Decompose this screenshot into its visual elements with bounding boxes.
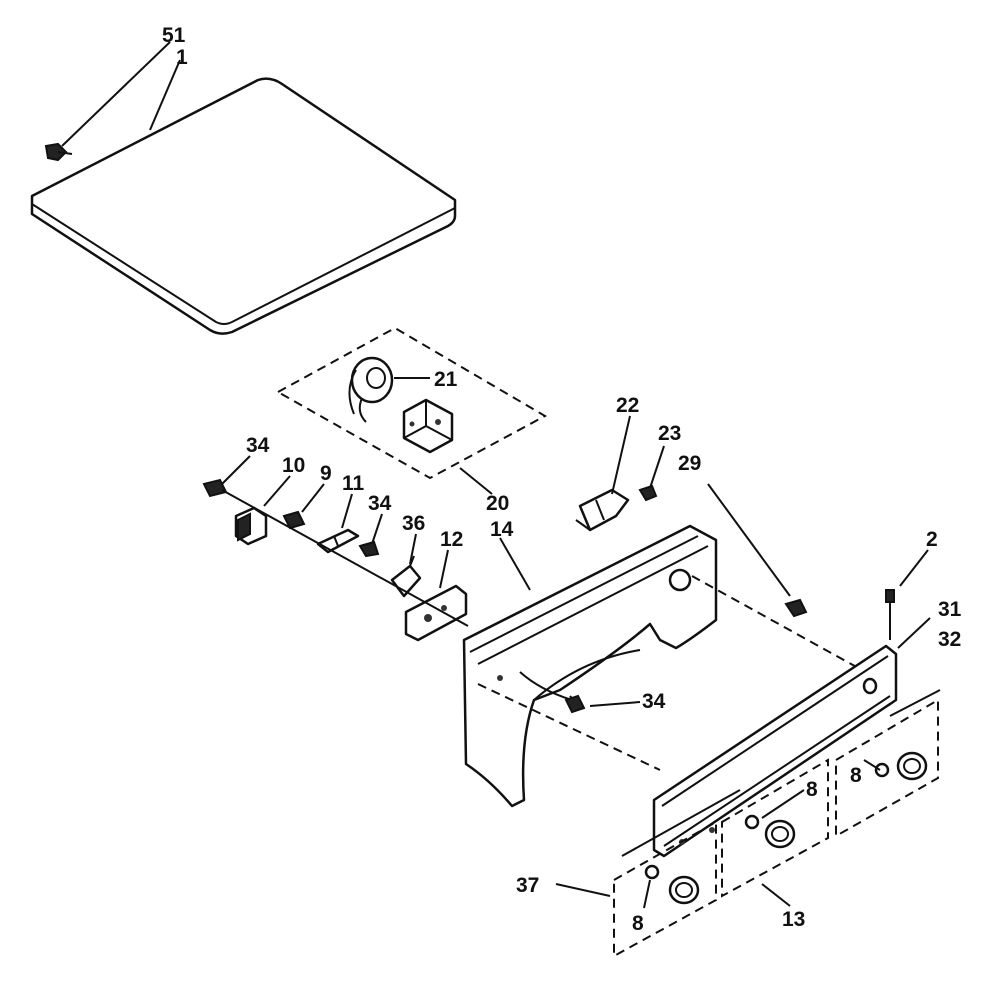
screw-34-panel: [564, 694, 586, 714]
callout-1: 1: [176, 46, 188, 69]
callout-8-right: 8: [850, 764, 862, 787]
timer-motor-21: [348, 356, 394, 423]
control-assembly-box: [275, 326, 548, 480]
switch-36: [390, 555, 422, 598]
screw-34-mid: [358, 540, 380, 558]
console-panel-14: [462, 524, 718, 808]
callout-51: 51: [162, 24, 186, 47]
bracket-11: [316, 528, 360, 554]
knob-box-middle: [721, 758, 829, 898]
callout-32: 32: [938, 628, 961, 651]
callout-8-middle: 8: [806, 778, 818, 801]
knob-right: [874, 751, 928, 781]
bracket-12: [404, 584, 468, 642]
knob-middle: [744, 814, 796, 849]
callout-34-panel: 34: [642, 690, 666, 713]
callout-34-mid: 34: [368, 492, 392, 515]
callout-9: 9: [320, 462, 332, 485]
callout-14: 14: [490, 518, 514, 541]
callout-2: 2: [926, 528, 938, 551]
screw-29: [784, 598, 808, 618]
overlay-37: [621, 789, 741, 857]
callout-13: 13: [782, 908, 805, 931]
callout-11: 11: [342, 472, 365, 495]
callout-23: 23: [658, 422, 681, 445]
pin-9: [282, 510, 306, 530]
callout-31: 31: [938, 598, 962, 621]
callout-37: 37: [516, 874, 539, 897]
trim-32: [889, 689, 941, 717]
switch-10: [234, 506, 268, 546]
knob-left: [644, 864, 700, 905]
callout-8-left: 8: [632, 912, 644, 935]
screw-23: [638, 484, 658, 502]
callouts: 51 1 21 22 23 29 34 10 9 11 34 36 12 14 …: [162, 24, 962, 935]
switch-22: [575, 488, 630, 532]
callout-29: 29: [678, 452, 701, 475]
knob-box-left: [613, 820, 717, 958]
callout-36: 36: [402, 512, 425, 535]
knob-box-right: [835, 698, 939, 838]
timer-20: [402, 398, 454, 454]
callout-20: 20: [486, 492, 509, 515]
assembly-line-left: [221, 489, 469, 627]
screw-2: [885, 589, 895, 640]
leader-lines: [61, 41, 931, 909]
screw-51: [44, 142, 73, 162]
top-cover: [30, 77, 457, 335]
callout-10: 10: [282, 454, 305, 477]
assembly-line-right: [477, 575, 881, 771]
callout-12: 12: [440, 528, 463, 551]
callout-21: 21: [434, 368, 458, 391]
callout-22: 22: [616, 394, 639, 417]
callout-34-left: 34: [246, 434, 270, 457]
